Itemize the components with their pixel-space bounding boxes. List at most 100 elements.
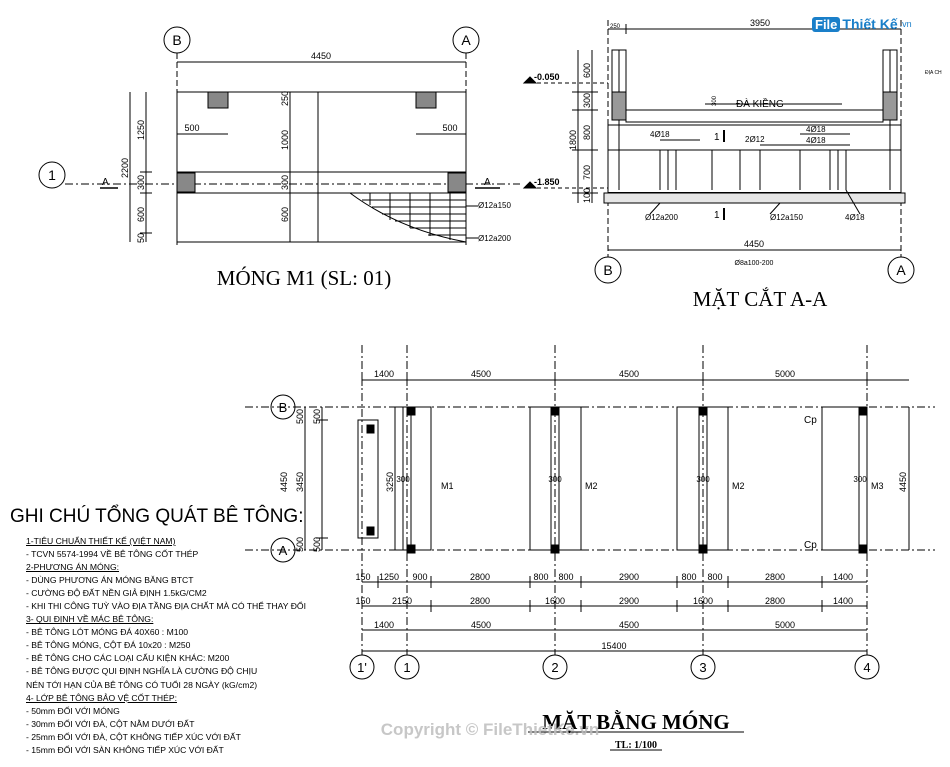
fp-r1-2: 900 (412, 572, 427, 582)
fp-r2-0: 150 (355, 596, 370, 606)
section-dim-bottom: 4450 (744, 239, 764, 249)
rebar-2d12: 2Ø12 (745, 135, 765, 144)
fp-axis-1: 1 (403, 660, 410, 675)
site-logo: File Thiết Kế .vn (812, 16, 912, 32)
fp-r2-2: 2800 (470, 596, 490, 606)
fp-footing-m2a: M2 (585, 481, 598, 491)
axis-1-label: 1 (48, 167, 56, 183)
section-dim-top: 3950 (750, 18, 770, 28)
fp-r2-4: 2900 (619, 596, 639, 606)
dim-500-left: 500 (184, 123, 199, 133)
fp-r1-3: 2800 (470, 572, 490, 582)
watermark: Copyright © FileThietKe.vn (381, 720, 599, 739)
fp-col-300-4: 300 (853, 475, 867, 484)
axis-a-label: A (461, 32, 471, 48)
axis-b-label: B (172, 32, 181, 48)
fp-cp-bottom: Cp (804, 540, 817, 551)
fp-r2-1: 2150 (392, 596, 412, 606)
fp-r1-5: 800 (558, 572, 573, 582)
fp-title: MẶT BẰNG MÓNG (542, 710, 729, 734)
fp-r1-8: 800 (707, 572, 722, 582)
cut-label-bottom: 1 (714, 210, 720, 221)
dim-250: 250 (280, 91, 290, 106)
logo-text: Thiết Kế (842, 16, 898, 32)
fp-axis-3: 3 (699, 660, 706, 675)
axis-1-bubble (38, 161, 66, 189)
level-bottom: -1.850 (534, 177, 560, 187)
cut-label-top: 1 (714, 132, 720, 143)
fp-r3-2: 4500 (619, 620, 639, 630)
fp-left-inner-2: 500 (312, 537, 322, 552)
fp-left-inner-1: 3250 (385, 472, 395, 492)
fp-footing-m3: M3 (871, 481, 884, 491)
fp-r2-3: 1600 (545, 596, 565, 606)
beam-label: ĐÀ KIỀNG (736, 97, 784, 110)
fp-footing-m2b: M2 (732, 481, 745, 491)
fp-axis-4: 4 (863, 660, 870, 675)
stirrup-label: Ø8a100-200 (735, 260, 774, 267)
fp-left-0: 500 (295, 409, 305, 424)
rebar-4d18-left: 4Ø18 (650, 130, 670, 139)
fp-right-dim: 4450 (898, 472, 908, 492)
dim-300b: 300 (136, 175, 146, 190)
logo-domain: .vn (899, 19, 912, 29)
level-top: -0.050 (534, 72, 560, 82)
rebar-label-1: Ø12a150 (478, 201, 511, 210)
fp-r1-1: 1250 (379, 572, 399, 582)
section-aa (522, 20, 915, 284)
fp-top-dim-4: 5000 (775, 369, 795, 379)
fp-r3-1: 4500 (471, 620, 491, 630)
fp-axis-a: A (279, 543, 288, 558)
sec-dim-100: 100 (582, 188, 592, 203)
fp-scale: TL: 1/100 (615, 740, 657, 751)
fp-r3-3: 5000 (775, 620, 795, 630)
fp-col-300-2: 300 (548, 475, 562, 484)
dim-total: 4450 (311, 51, 331, 61)
fp-left-outer: 4450 (279, 472, 289, 492)
fp-axis-b: B (279, 400, 288, 415)
fp-top-dim-1: 1400 (374, 369, 394, 379)
fp-top-dim-3: 4500 (619, 369, 639, 379)
foundation-plan (245, 345, 935, 751)
fp-r1-9: 2800 (765, 572, 785, 582)
sec-dim-300-inner: 300 (712, 95, 718, 106)
fp-left-1: 3450 (295, 472, 305, 492)
sec-dim-300: 300 (582, 93, 592, 108)
sec-dim-700: 700 (582, 165, 592, 180)
sec-dim-800: 800 (582, 125, 592, 140)
rebar-d12a150: Ø12a150 (770, 213, 803, 222)
dim-1000: 1000 (280, 130, 290, 150)
fp-total: 15400 (601, 641, 626, 651)
dim-600b: 600 (136, 207, 146, 222)
rebar-4d18-right-2: 4Ø18 (806, 136, 826, 145)
fp-r2-7: 1400 (833, 596, 853, 606)
rebar-4d18-bottom: 4Ø18 (845, 213, 865, 222)
dim-600: 600 (280, 207, 290, 222)
fp-col-300-1: 300 (396, 475, 410, 484)
fp-r1-10: 1400 (833, 572, 853, 582)
fp-r1-0: 150 (355, 572, 370, 582)
fp-top-dim-2: 4500 (471, 369, 491, 379)
edge-note: ĐỊA CH (925, 70, 942, 76)
fp-r1-6: 2900 (619, 572, 639, 582)
dim-1250: 1250 (136, 120, 146, 140)
fp-left-inner-0: 500 (312, 409, 322, 424)
dim-300a: 300 (280, 175, 290, 190)
section-aa-title: MẶT CẮT A-A (693, 287, 828, 311)
fp-r2-5: 1600 (693, 596, 713, 606)
fp-col-300-3: 300 (696, 475, 710, 484)
section-mark-right: A (484, 177, 491, 188)
section-mark-left: A (102, 177, 109, 188)
fp-axis-1p: 1' (357, 660, 367, 675)
fp-r2-6: 2800 (765, 596, 785, 606)
rebar-label-2: Ø12a200 (478, 234, 511, 243)
plan-m1 (38, 26, 520, 245)
fp-axis-2: 2 (551, 660, 558, 675)
sec-dim-600: 600 (582, 63, 592, 78)
axis-b-label-2: B (603, 262, 612, 278)
fp-r1-4: 800 (533, 572, 548, 582)
fp-r3-0: 1400 (374, 620, 394, 630)
fp-footing-m1: M1 (441, 481, 454, 491)
dim-500-right: 500 (442, 123, 457, 133)
